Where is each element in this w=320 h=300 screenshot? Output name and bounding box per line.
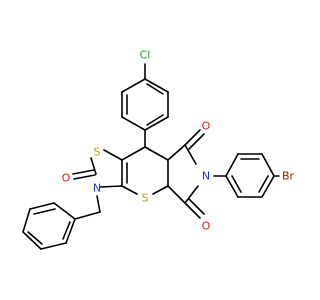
atom-s-thiazole: S <box>94 146 101 159</box>
bromophenyl-ring <box>225 153 275 198</box>
atom-o-imide-bottom: O <box>202 220 211 233</box>
atom-s-ring: S <box>142 192 149 205</box>
chlorophenyl-ring <box>121 78 169 131</box>
benzyl-ring <box>22 202 101 250</box>
fused-core <box>72 129 227 219</box>
structure-drawing: Cl S O N S O N O Br <box>22 49 295 250</box>
atom-o-imide-top: O <box>202 120 211 133</box>
atom-n-imide: N <box>202 170 210 183</box>
molecule-diagram: Cl S O N S O N O Br <box>22 49 295 250</box>
atom-cl: Cl <box>140 49 151 62</box>
atom-br: Br <box>282 170 295 183</box>
atom-n-thiazole: N <box>93 182 101 195</box>
atom-o-thiazolone: O <box>62 172 71 185</box>
